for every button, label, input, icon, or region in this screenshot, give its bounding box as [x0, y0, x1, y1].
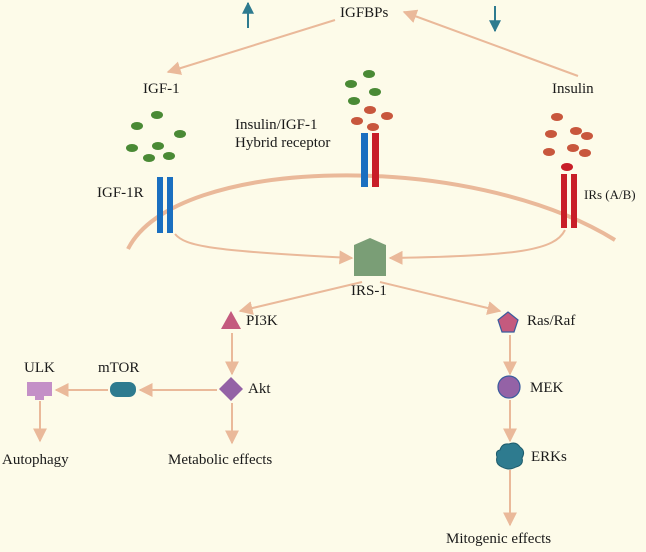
insulin-label: Insulin — [552, 81, 594, 97]
rasraf-node — [497, 311, 519, 333]
autophagy-label: Autophagy — [2, 452, 69, 468]
hybrid-receptor — [361, 133, 379, 187]
mek-node — [497, 375, 521, 399]
igf1-label: IGF-1 — [143, 81, 180, 97]
metabolic-effects-label: Metabolic effects — [168, 452, 273, 468]
pi3k-node — [221, 311, 241, 329]
irs1-to-pi3k-arrow — [238, 281, 363, 315]
akt-node — [219, 377, 243, 401]
irs-ab-to-irs1-arrow — [388, 229, 566, 265]
igfbps-to-igf1-arrow — [166, 19, 336, 75]
erks-node — [495, 442, 525, 470]
mtor-label: mTOR — [98, 360, 140, 376]
irs1-to-rasraf-arrow — [379, 281, 502, 315]
pi3k-label: PI3K — [246, 313, 278, 329]
irs-ab-receptor — [561, 174, 577, 228]
igf1-ligand-dots — [126, 111, 186, 162]
irs-ab-label: IRs (A/B) — [584, 187, 636, 202]
hybrid-receptor-label-line1: Insulin/IGF-1 — [235, 117, 318, 133]
ulk-node — [27, 382, 52, 400]
igfbps-label: IGFBPs — [340, 5, 389, 21]
rasraf-label: Ras/Raf — [527, 313, 576, 329]
hybrid-ligand-dots — [345, 70, 393, 131]
ulk-label: ULK — [24, 360, 55, 376]
insulin-to-igfbps-arrow — [402, 9, 579, 77]
irs1-label: IRS-1 — [351, 283, 387, 299]
mitogenic-effects-label: Mitogenic effects — [446, 531, 552, 547]
hybrid-receptor-label-line2: Hybrid receptor — [235, 135, 331, 151]
akt-label: Akt — [248, 381, 271, 397]
mtor-node — [110, 382, 136, 397]
igf1r-receptor — [157, 177, 173, 233]
mek-label: MEK — [530, 380, 564, 396]
insulin-ligand-dots — [543, 113, 593, 171]
cell-membrane — [126, 173, 617, 250]
igf1r-to-irs1-arrow — [174, 233, 354, 265]
igf1r-label: IGF-1R — [97, 185, 144, 201]
erks-label: ERKs — [531, 449, 567, 465]
irs1-node — [354, 238, 386, 276]
